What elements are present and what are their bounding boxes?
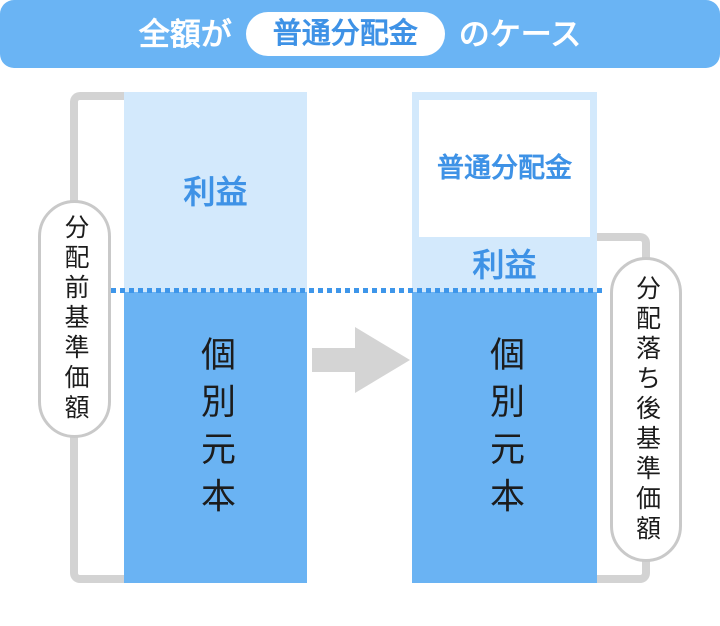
- principal-label-left: 個別元本: [196, 336, 235, 525]
- before-distribution-bar: 利益 個別元本: [124, 92, 307, 583]
- ordinary-distribution-box: 普通分配金: [419, 100, 590, 237]
- title-banner: 全額が 普通分配金 のケース: [0, 0, 720, 68]
- profit-section-left: 利益: [124, 92, 307, 292]
- after-nav-caption: 分配落ち後基準価額: [632, 274, 661, 545]
- right-arrow-icon: [312, 327, 410, 393]
- banner-highlight-pill: 普通分配金: [245, 12, 445, 56]
- principal-section-left: 個別元本: [124, 292, 307, 583]
- banner-suffix: のケース: [458, 16, 582, 52]
- ordinary-distribution-label: 普通分配金: [437, 153, 572, 183]
- after-nav-caption-pill: 分配落ち後基準価額: [610, 257, 682, 562]
- before-nav-caption-pill: 分配前基準価額: [38, 200, 111, 438]
- principal-section-right: 個別元本: [412, 292, 597, 583]
- before-nav-caption: 分配前基準価額: [61, 214, 89, 424]
- principal-label-right: 個別元本: [485, 336, 524, 525]
- principal-boundary-dotted-line: [111, 288, 606, 293]
- profit-label-right: 利益: [472, 246, 537, 283]
- banner-highlight-label: 普通分配金: [272, 17, 418, 50]
- profit-section-right: 普通分配金 利益: [412, 92, 597, 292]
- banner-prefix: 全額が: [138, 16, 232, 52]
- profit-label-left: 利益: [183, 174, 248, 210]
- profit-slot-right: 利益: [412, 237, 597, 292]
- after-distribution-bar: 普通分配金 利益 個別元本: [412, 92, 597, 583]
